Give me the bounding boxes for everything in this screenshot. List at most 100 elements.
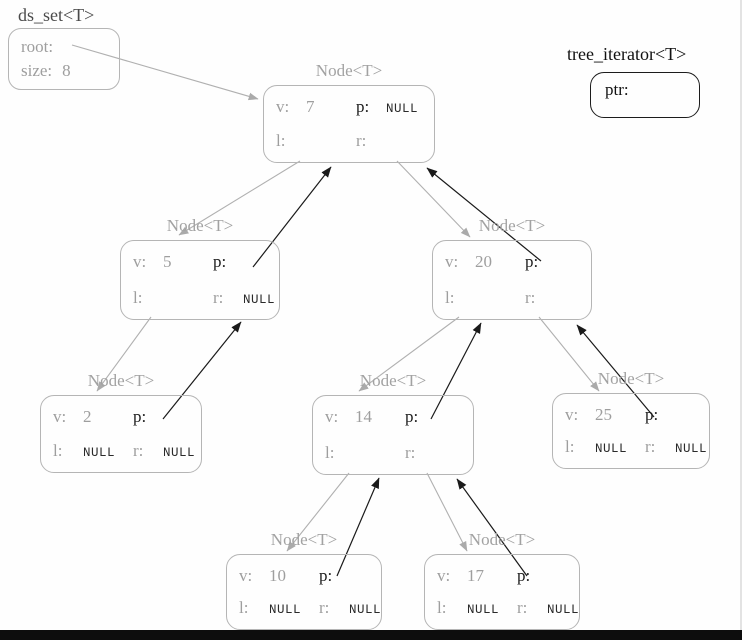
v-label: v: [445, 252, 459, 271]
l-label: l: [445, 288, 455, 307]
l-label: l: [437, 598, 447, 617]
node-row-children: l: r: [276, 131, 422, 151]
r-label: r: [645, 437, 656, 456]
node-row-children: l: NULL r: NULL [53, 441, 195, 461]
node-type-label: Node<T> [87, 371, 155, 390]
r-label: r: [356, 131, 367, 150]
l-value: NULL [83, 446, 116, 460]
v-label: v: [239, 566, 253, 585]
window-bottom-edge [0, 630, 742, 640]
node-type-label: Node<T> [478, 216, 546, 235]
ptr-label: ptr: [605, 80, 629, 99]
node-row-children: l: r: NULL [133, 288, 275, 308]
p-label: p: [525, 252, 539, 271]
tree-iterator-title: tree_iterator<T> [567, 44, 687, 64]
v-label: v: [565, 405, 579, 424]
v-value: 2 [83, 407, 92, 426]
ds-set-box: root: size: 8 [8, 28, 120, 90]
size-label: size: [21, 61, 53, 80]
v-label: v: [53, 407, 67, 426]
v-value: 5 [163, 252, 172, 271]
node-row-value-parent: v: 14 p: [325, 407, 461, 427]
p-label: p: [645, 405, 659, 424]
l-label: l: [276, 131, 286, 150]
node-row-children: l: NULL r: NULL [565, 437, 707, 457]
l-label: l: [53, 441, 63, 460]
root-label: root: [21, 37, 54, 56]
l-label: l: [239, 598, 249, 617]
v-value: 14 [355, 407, 372, 426]
tree-node-5: Node<T> v: 5 p: l: r: NULL [120, 216, 280, 320]
size-field: size: 8 [21, 59, 107, 83]
root-field: root: [21, 35, 107, 59]
ds-set-title: ds_set<T> [18, 5, 95, 25]
r-label: r: [319, 598, 330, 617]
p-label: p: [405, 407, 419, 426]
r-label: r: [517, 598, 528, 617]
l-value: NULL [595, 442, 628, 456]
node-row-children: l: NULL r: NULL [437, 598, 579, 618]
r-value: NULL [675, 442, 708, 456]
tree-node-17: Node<T> v: 17 p: l: NULL r: NULL [424, 530, 580, 630]
node-box: v: 2 p: l: NULL r: NULL [40, 395, 202, 473]
tree-iterator-box: ptr: [590, 72, 700, 118]
p-label: p: [356, 97, 370, 116]
v-label: v: [325, 407, 339, 426]
node-row-children: l: r: [325, 443, 461, 463]
tree-node-7: Node<T> v: 7 p: NULL l: r: [263, 61, 435, 163]
tree-node-25: Node<T> v: 25 p: l: NULL r: NULL [552, 369, 710, 469]
node-type-label: Node<T> [597, 369, 665, 388]
r-label: r: [525, 288, 536, 307]
node-box: v: 10 p: l: NULL r: NULL [226, 554, 382, 630]
l-label: l: [565, 437, 575, 456]
node-type-label: Node<T> [359, 371, 427, 390]
node-row-value-parent: v: 7 p: NULL [276, 97, 422, 117]
v-value: 25 [595, 405, 612, 424]
v-value: 10 [269, 566, 286, 585]
p-label: p: [319, 566, 333, 585]
r-value: NULL [547, 603, 580, 617]
node-box: v: 25 p: l: NULL r: NULL [552, 393, 710, 469]
node-row-value-parent: v: 5 p: [133, 252, 267, 272]
tree-node-10: Node<T> v: 10 p: l: NULL r: NULL [226, 530, 382, 630]
node-box: v: 5 p: l: r: NULL [120, 240, 280, 320]
p-label: p: [133, 407, 147, 426]
r-value: NULL [163, 446, 196, 460]
node-row-children: l: r: [445, 288, 579, 308]
tree-node-20: Node<T> v: 20 p: l: r: [432, 216, 592, 320]
l-label: l: [325, 443, 335, 462]
node-box: v: 7 p: NULL l: r: [263, 85, 435, 163]
node-type-label: Node<T> [166, 216, 234, 235]
tree-node-14: Node<T> v: 14 p: l: r: [312, 371, 474, 475]
node-type-label: Node<T> [468, 530, 536, 549]
p-label: p: [213, 252, 227, 271]
node-type-label: Node<T> [270, 530, 338, 549]
node-row-value-parent: v: 17 p: [437, 566, 567, 586]
v-value: 17 [467, 566, 484, 585]
v-value: 20 [475, 252, 492, 271]
v-label: v: [437, 566, 451, 585]
node-box: v: 14 p: l: r: [312, 395, 474, 475]
r-value: NULL [349, 603, 382, 617]
l-label: l: [133, 288, 143, 307]
v-label: v: [276, 97, 290, 116]
r-label: r: [133, 441, 144, 460]
size-value: 8 [62, 61, 71, 80]
v-label: v: [133, 252, 147, 271]
node-row-children: l: NULL r: NULL [239, 598, 381, 618]
r-label: r: [213, 288, 224, 307]
node-row-value-parent: v: 2 p: [53, 407, 189, 427]
r-label: r: [405, 443, 416, 462]
r-value: NULL [243, 293, 276, 307]
node-box: v: 17 p: l: NULL r: NULL [424, 554, 580, 630]
tree-node-2: Node<T> v: 2 p: l: NULL r: NULL [40, 371, 202, 473]
l-value: NULL [467, 603, 500, 617]
v-value: 7 [306, 97, 315, 116]
p-value: NULL [386, 102, 419, 116]
node-type-label: Node<T> [315, 61, 383, 80]
node-row-value-parent: v: 25 p: [565, 405, 697, 425]
l-value: NULL [269, 603, 302, 617]
p-label: p: [517, 566, 531, 585]
node-box: v: 20 p: l: r: [432, 240, 592, 320]
